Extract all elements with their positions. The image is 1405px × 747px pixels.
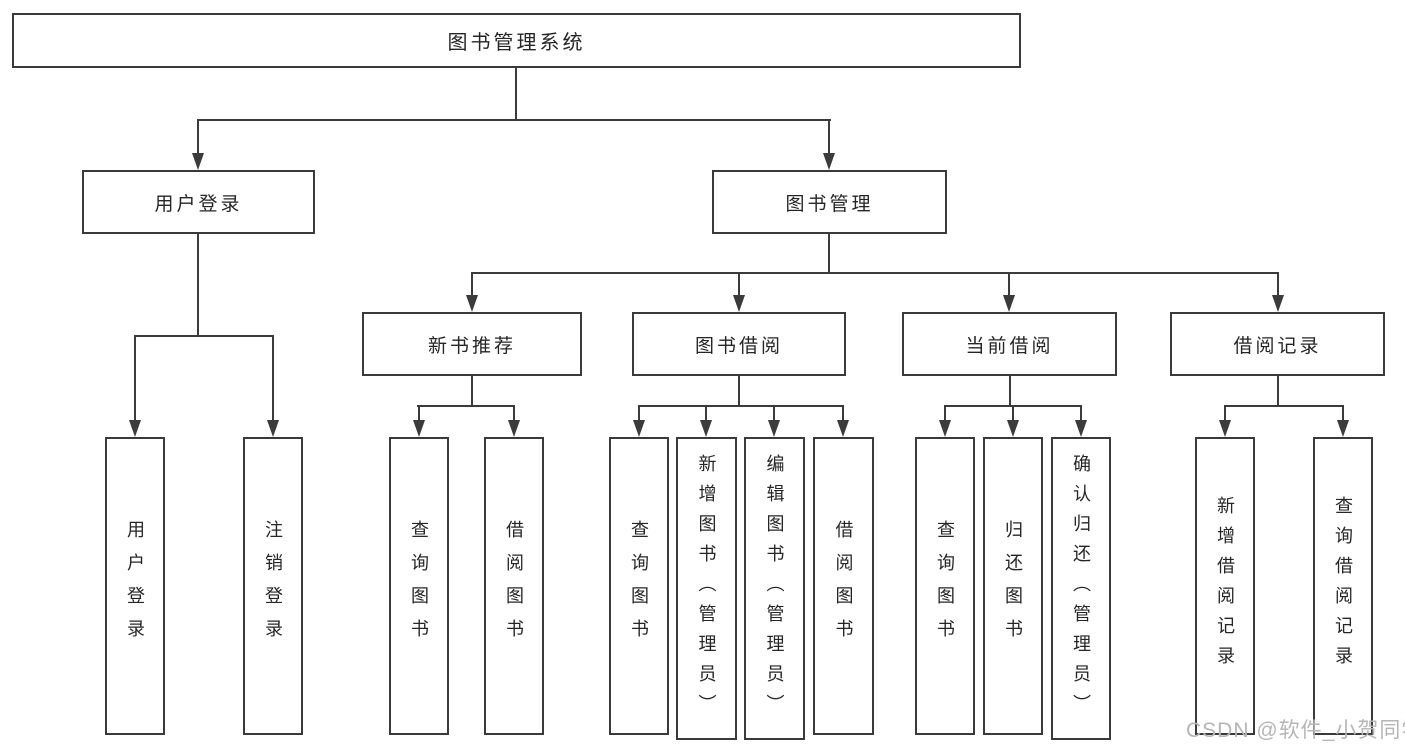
arrow-down-icon: [768, 420, 780, 437]
connector-line: [197, 120, 199, 155]
connector-line: [471, 273, 473, 297]
arrow-down-icon: [1075, 420, 1087, 437]
arrow-down-icon: [939, 420, 951, 437]
connector-line: [1277, 376, 1279, 406]
node-login-leaf: 用户登录: [105, 437, 165, 735]
connector-line: [515, 68, 517, 120]
node-label: 确认归还（管理员）: [1071, 453, 1091, 724]
connector-line: [1224, 406, 1226, 422]
csdn-watermark: CSDN @软件_小贺同学: [1186, 719, 1405, 742]
arrow-down-icon: [1219, 420, 1231, 437]
arrow-down-icon: [1007, 420, 1019, 437]
node-query-books-recommend: 查询图书: [389, 437, 449, 735]
arrow-down-icon: [1272, 295, 1284, 312]
connector-line: [842, 406, 844, 422]
node-label: 借阅图书: [504, 520, 524, 652]
node-borrow-books-recommend: 借阅图书: [484, 437, 544, 735]
arrow-down-icon: [267, 420, 279, 437]
connector-line: [1342, 406, 1344, 422]
node-return-books: 归还图书: [983, 437, 1043, 735]
node-current-borrow: 当前借阅: [902, 312, 1117, 376]
arrow-down-icon: [129, 420, 141, 437]
node-add-books-admin: 新增图书（管理员）: [676, 437, 737, 740]
node-book-borrow: 图书借阅: [632, 312, 846, 376]
node-label: 新增借阅记录: [1215, 496, 1235, 676]
connector-line: [638, 405, 844, 407]
node-label: 注销登录: [263, 520, 283, 652]
connector-line: [197, 234, 199, 336]
connector-line: [197, 119, 831, 121]
connector-line: [638, 406, 640, 422]
arrow-down-icon: [508, 420, 520, 437]
connector-line: [1008, 273, 1010, 297]
node-label: 新书推荐: [427, 335, 516, 357]
arrow-down-icon: [1337, 420, 1349, 437]
connector-line: [1224, 405, 1344, 407]
node-label: 用户登录: [154, 193, 243, 215]
node-query-borrow-record: 查询借阅记录: [1313, 437, 1373, 735]
connector-line: [471, 376, 473, 406]
node-query-books-current: 查询图书: [915, 437, 975, 735]
node-borrow-records: 借阅记录: [1170, 312, 1385, 376]
node-confirm-return-admin: 确认归还（管理员）: [1051, 437, 1111, 740]
node-edit-books-admin: 编辑图书（管理员）: [744, 437, 805, 740]
node-label: 新增图书（管理员）: [696, 453, 717, 724]
arrow-down-icon: [633, 420, 645, 437]
arrow-down-icon: [413, 420, 425, 437]
node-user-login: 用户登录: [82, 170, 315, 234]
node-label: 查询图书: [629, 520, 649, 652]
arrow-down-icon: [192, 153, 204, 170]
node-book-management: 图书管理: [712, 170, 947, 234]
connector-line: [828, 234, 830, 273]
connector-line: [471, 272, 1279, 274]
connector-line: [944, 406, 946, 422]
node-label: 借阅图书: [833, 520, 854, 652]
connector-line: [738, 376, 740, 406]
node-label: 借阅记录: [1233, 335, 1322, 357]
node-label: 用户登录: [125, 520, 145, 652]
node-label: 查询图书: [935, 520, 955, 652]
arrow-down-icon: [1003, 295, 1015, 312]
arrow-down-icon: [733, 295, 745, 312]
node-logout-leaf: 注销登录: [243, 437, 303, 735]
connector-line: [773, 406, 775, 422]
connector-line: [738, 273, 740, 297]
node-label: 图书借阅: [694, 335, 783, 357]
connector-line: [1277, 273, 1279, 297]
node-label: 查询借阅记录: [1333, 496, 1353, 676]
node-label: 查询图书: [409, 520, 429, 652]
connector-line: [828, 120, 830, 155]
connector-line: [1009, 376, 1011, 406]
node-root-library-system: 图书管理系统: [12, 13, 1021, 68]
node-borrow-books-leaf: 借阅图书: [813, 437, 874, 735]
connector-line: [134, 335, 274, 337]
arrow-down-icon: [823, 153, 835, 170]
node-label: 当前借阅: [965, 335, 1054, 357]
node-query-books-borrow: 查询图书: [609, 437, 669, 735]
node-label: 归还图书: [1003, 520, 1023, 652]
arrow-down-icon: [700, 420, 712, 437]
connector-line: [418, 406, 420, 422]
node-label: 编辑图书（管理员）: [764, 453, 785, 724]
connector-line: [705, 406, 707, 422]
node-new-book-recommend: 新书推荐: [362, 312, 582, 376]
connector-line: [1080, 406, 1082, 422]
node-label: 图书管理: [785, 193, 874, 215]
connector-line: [417, 405, 515, 407]
connector-line: [134, 336, 136, 422]
connector-line: [1012, 406, 1014, 422]
arrow-down-icon: [837, 420, 849, 437]
node-label: 图书管理系统: [447, 32, 586, 54]
connector-line: [272, 336, 274, 422]
connector-line: [513, 406, 515, 422]
arrow-down-icon: [466, 295, 478, 312]
node-add-borrow-record: 新增借阅记录: [1195, 437, 1255, 735]
